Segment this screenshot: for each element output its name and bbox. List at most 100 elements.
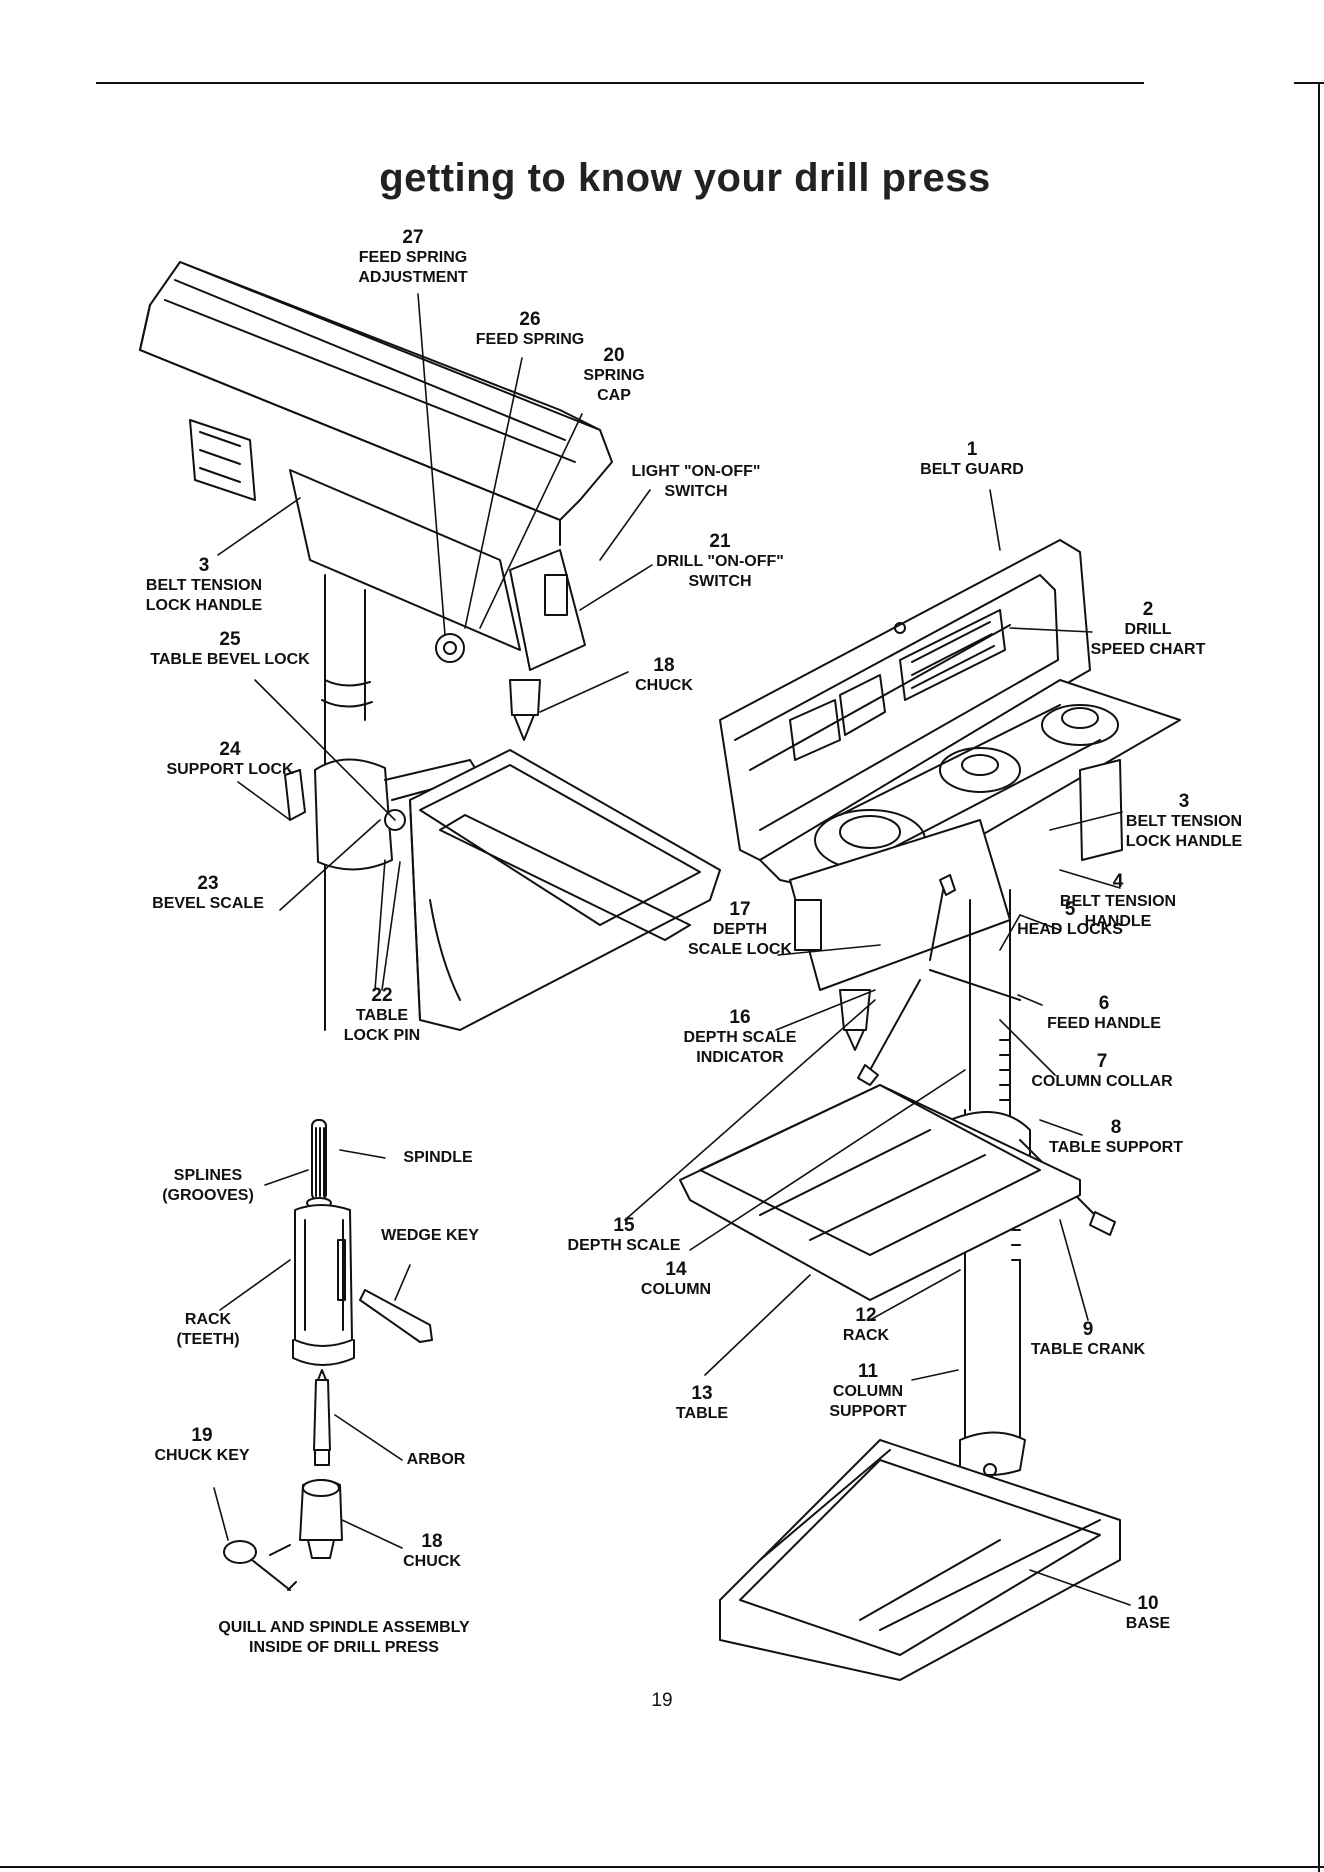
callout-text: BASE bbox=[1125, 1615, 1171, 1632]
callout-number: 12 bbox=[855, 1305, 877, 1326]
callout-text: DRILL "ON-OFF" bbox=[656, 553, 784, 570]
callout-23-bevel-scale: 23 BEVEL SCALE bbox=[152, 874, 264, 914]
callout-26-feed-spring: 26 FEED SPRING bbox=[476, 310, 584, 350]
callout-number: 16 bbox=[729, 1007, 751, 1028]
callout-text: BELT TENSION bbox=[1125, 813, 1243, 830]
callout-19-chuck-key: 19 CHUCK KEY bbox=[154, 1426, 249, 1466]
callout-text: SPEED CHART bbox=[1090, 641, 1206, 658]
callout-9-table-crank: 9 TABLE CRANK bbox=[1031, 1320, 1145, 1360]
callout-text: BELT TENSION bbox=[1059, 893, 1177, 910]
callout-number: 3 bbox=[198, 555, 210, 576]
callout-text: FEED SPRING bbox=[358, 249, 468, 266]
callout-7-column-collar: 7 COLUMN COLLAR bbox=[1031, 1052, 1172, 1092]
callout-21-drill-on-off-switch: 21 DRILL "ON-OFF" SWITCH bbox=[656, 532, 784, 592]
callout-text: COLUMN bbox=[640, 1281, 712, 1298]
callout-text: CHUCK KEY bbox=[154, 1447, 250, 1464]
callout-text: BELT GUARD bbox=[920, 461, 1024, 478]
callout-text: HANDLE bbox=[1084, 913, 1152, 930]
callout-number: 2 bbox=[1142, 599, 1154, 620]
callout-22-table-lock-pin: 22 TABLE LOCK PIN bbox=[344, 986, 420, 1046]
callout-15-depth-scale: 15 DEPTH SCALE bbox=[568, 1216, 681, 1256]
callout-number: 21 bbox=[709, 531, 731, 552]
callout-13-table: 13 TABLE bbox=[676, 1384, 728, 1424]
callout-text: COLUMN bbox=[832, 1383, 904, 1400]
callout-number: 23 bbox=[197, 873, 219, 894]
label-text: SPLINES bbox=[173, 1167, 243, 1184]
callout-text: SUPPORT LOCK bbox=[166, 761, 294, 778]
callout-24-support-lock: 24 SUPPORT LOCK bbox=[166, 740, 293, 780]
callout-text: HEAD LOCKS bbox=[1017, 921, 1123, 938]
callout-2-drill-speed-chart: 2 DRILL SPEED CHART bbox=[1091, 600, 1206, 660]
callout-text: COLUMN COLLAR bbox=[1031, 1073, 1173, 1090]
callout-text: SUPPORT bbox=[829, 1403, 907, 1420]
callout-3-belt-tension-lock-handle-left: 3 BELT TENSION LOCK HANDLE bbox=[146, 556, 262, 616]
label-arbor: ARBOR bbox=[407, 1450, 466, 1470]
caption-text: QUILL AND SPINDLE ASSEMBLY bbox=[218, 1619, 470, 1636]
callout-number: 25 bbox=[219, 629, 241, 650]
callout-1-belt-guard: 1 BELT GUARD bbox=[920, 440, 1024, 480]
callout-text: SWITCH bbox=[688, 573, 752, 590]
callout-text: BEVEL SCALE bbox=[152, 895, 264, 912]
label-rack-teeth: RACK (TEETH) bbox=[176, 1310, 239, 1350]
callout-number: 24 bbox=[219, 739, 241, 760]
callout-text: DEPTH SCALE bbox=[683, 1029, 797, 1046]
callout-18-chuck-lower: 18 CHUCK bbox=[403, 1532, 461, 1572]
callout-text: CAP bbox=[597, 387, 631, 404]
callout-10-base: 10 BASE bbox=[1126, 1594, 1170, 1634]
label-text: (GROOVES) bbox=[162, 1187, 254, 1204]
callout-5-head-locks: 5 HEAD LOCKS bbox=[1017, 900, 1123, 940]
callout-14-column: 14 COLUMN bbox=[641, 1260, 711, 1300]
callout-text: TABLE CRANK bbox=[1030, 1341, 1146, 1358]
callout-text: DEPTH bbox=[712, 921, 768, 938]
callout-text: CHUCK bbox=[635, 677, 693, 694]
callout-4-belt-tension-handle: 4 BELT TENSION HANDLE bbox=[1060, 872, 1176, 932]
callout-16-depth-scale-indicator: 16 DEPTH SCALE INDICATOR bbox=[684, 1008, 797, 1068]
callout-text: LOCK HANDLE bbox=[1125, 833, 1243, 850]
top-rule bbox=[96, 82, 1144, 84]
callout-number: 26 bbox=[519, 309, 541, 330]
callout-text: TABLE bbox=[355, 1007, 409, 1024]
callout-text: SCALE LOCK bbox=[688, 941, 792, 958]
label-text: SPINDLE bbox=[403, 1149, 473, 1166]
callout-25-table-bevel-lock: 25 TABLE BEVEL LOCK bbox=[150, 630, 309, 670]
callout-17-depth-scale-lock: 17 DEPTH SCALE LOCK bbox=[688, 900, 792, 960]
label-wedge-key: WEDGE KEY bbox=[381, 1226, 479, 1246]
callout-number: 11 bbox=[857, 1361, 879, 1382]
label-text: WEDGE KEY bbox=[381, 1227, 479, 1244]
page-title: getting to know your drill press bbox=[379, 156, 991, 200]
callout-number: 7 bbox=[1096, 1051, 1108, 1072]
callout-number: 5 bbox=[1064, 899, 1076, 920]
callout-number: 20 bbox=[603, 345, 625, 366]
left-drill-press-drawing bbox=[139, 261, 721, 1031]
label-spindle: SPINDLE bbox=[403, 1148, 472, 1168]
callout-text: LIGHT "ON-OFF" bbox=[631, 463, 761, 480]
bottom-rule bbox=[0, 1866, 1324, 1868]
label-text: ARBOR bbox=[406, 1451, 466, 1468]
label-text: RACK bbox=[184, 1311, 232, 1328]
callout-light-on-off-switch: LIGHT "ON-OFF" SWITCH bbox=[632, 462, 761, 502]
callout-text: BELT TENSION bbox=[145, 577, 263, 594]
leader-lines bbox=[213, 293, 1131, 1606]
callout-number: 10 bbox=[1137, 1593, 1159, 1614]
callout-text: TABLE BEVEL LOCK bbox=[150, 651, 310, 668]
callout-text: ADJUSTMENT bbox=[358, 269, 468, 286]
callout-text: SPRING bbox=[583, 367, 645, 384]
callout-number: 18 bbox=[421, 1531, 443, 1552]
callout-number: 13 bbox=[691, 1383, 713, 1404]
callout-number: 8 bbox=[1110, 1117, 1122, 1138]
callout-number: 3 bbox=[1178, 791, 1190, 812]
callout-text: RACK bbox=[842, 1327, 890, 1344]
callout-text: FEED HANDLE bbox=[1047, 1015, 1161, 1032]
callout-text: SWITCH bbox=[664, 483, 728, 500]
callout-number: 19 bbox=[191, 1425, 213, 1446]
callout-number: 22 bbox=[371, 985, 393, 1006]
right-drill-press-drawing bbox=[679, 539, 1181, 1681]
callout-27-feed-spring-adjustment: 27 FEED SPRING ADJUSTMENT bbox=[358, 228, 467, 288]
callout-3-belt-tension-lock-handle-right: 3 BELT TENSION LOCK HANDLE bbox=[1126, 792, 1242, 852]
callout-number: 17 bbox=[729, 899, 751, 920]
callout-text: DEPTH SCALE bbox=[567, 1237, 681, 1254]
callout-number: 4 bbox=[1112, 871, 1124, 892]
callout-text: FEED SPRING bbox=[475, 331, 585, 348]
